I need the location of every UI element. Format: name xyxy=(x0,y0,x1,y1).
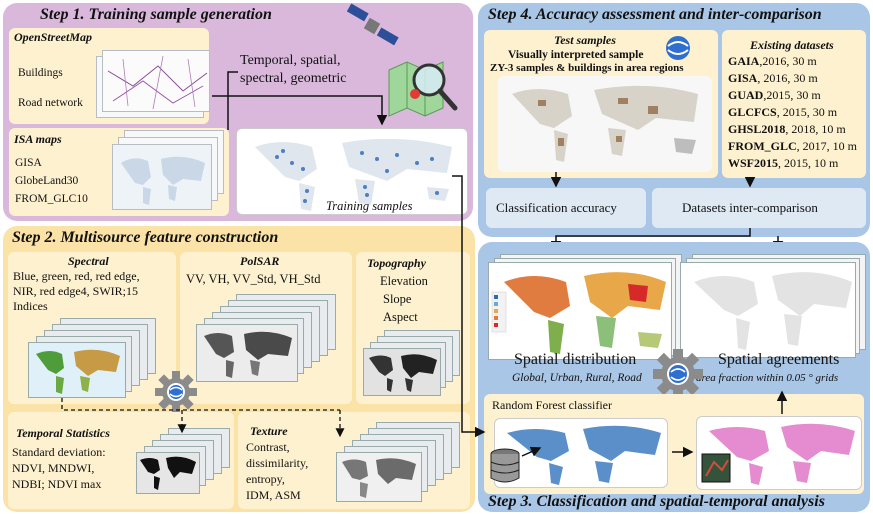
test-samples-line1: Visually interpreted sample xyxy=(508,49,644,61)
dataset-item: GUAD,2015, 30 m xyxy=(728,88,821,102)
spatial-distribution-map xyxy=(491,272,666,354)
test-samples-title: Test samples xyxy=(554,33,616,47)
temporal-map-icon xyxy=(140,456,196,490)
dataset-info: , 2015, 10 m xyxy=(778,156,839,170)
gear-earth-engine-icon xyxy=(155,371,197,413)
step1-arrows xyxy=(212,71,388,130)
rf-label: Random Forest classifier xyxy=(492,398,612,412)
spatial-agreements-sub: area fraction within 0.05 ° grids xyxy=(696,372,839,384)
classification-map xyxy=(494,418,668,488)
osm-map xyxy=(102,50,210,112)
classification-accuracy-label: Classification accuracy xyxy=(496,200,617,215)
intercomparison-label: Datasets inter-comparison xyxy=(682,200,818,215)
osm-item-road: Road network xyxy=(18,97,83,109)
spatial-distribution-title: Spatial distribution xyxy=(514,351,637,368)
world-map-icon xyxy=(507,425,661,485)
existing-datasets-box xyxy=(722,30,866,178)
dataset-item: GISA, 2016, 30 m xyxy=(728,71,818,85)
polsar-map-icon xyxy=(204,331,292,378)
dataset-info: ,2015, 30 m xyxy=(763,88,821,102)
texture-item: dissimilarity, xyxy=(246,456,309,470)
texture-item: Contrast, xyxy=(246,440,290,454)
isa-title: ISA maps xyxy=(14,132,62,146)
map-search-icon xyxy=(388,61,458,117)
texture-item: IDM, ASM xyxy=(246,488,301,502)
test-samples-map xyxy=(498,76,712,172)
dataset-item: GLCFCS, 2015, 30 m xyxy=(728,105,837,119)
isa-item: GISA xyxy=(15,157,42,169)
spectral-map-icon xyxy=(36,349,120,394)
dataset-name: GISA xyxy=(728,71,758,85)
temporal-text: NDBI; NDVI max xyxy=(12,477,102,491)
step3-title: Step 3. Classification and spatial-tempo… xyxy=(488,493,825,510)
dataset-item: GAIA,2016, 30 m xyxy=(728,54,817,68)
topo-item: Slope xyxy=(383,292,412,306)
temporal-title: Temporal Statistics xyxy=(16,426,110,440)
isa-item: FROM_GLC10 xyxy=(15,193,88,205)
isa-item: GlobeLand30 xyxy=(15,175,79,187)
classification-accuracy-box xyxy=(486,188,646,228)
training-samples-map xyxy=(236,128,468,215)
zoom-inset-icon xyxy=(701,453,731,483)
dataset-name: WSF2015 xyxy=(728,156,779,170)
spatial-distribution-sub: Global, Urban, Rural, Road xyxy=(512,372,642,384)
database-icon xyxy=(490,448,520,483)
temporal-text: Standard deviation: xyxy=(12,445,106,459)
polsar-title: PolSAR xyxy=(240,254,280,268)
spectral-text: NIR, red edge4, SWIR;15 xyxy=(13,284,138,298)
gear-earth-engine-icon xyxy=(653,349,703,399)
dataset-item: FROM_GLC, 2017, 10 m xyxy=(728,139,857,153)
osm-title: OpenStreetMap xyxy=(14,30,92,44)
polsar-text: VV, VH, VV_Std, VH_Std xyxy=(186,272,321,286)
existing-datasets-title: Existing datasets xyxy=(750,38,834,52)
dataset-name: GLCFCS xyxy=(728,105,777,119)
step4-title: Step 4. Accuracy assessment and inter-co… xyxy=(488,6,822,23)
dataset-name: GUAD xyxy=(728,88,764,102)
dataset-name: GAIA xyxy=(728,54,760,68)
dataset-info: , 2017, 10 m xyxy=(796,139,858,153)
topography-title: Topography xyxy=(367,256,426,270)
step1-title: Step 1. Training sample generation xyxy=(40,6,272,23)
earth-engine-logo-icon xyxy=(666,36,690,60)
dashed-arrows xyxy=(61,398,345,438)
dataset-item: WSF2015, 2015, 10 m xyxy=(728,156,838,170)
texture-map-icon xyxy=(342,458,416,498)
dataset-info: ,2016, 30 m xyxy=(759,54,817,68)
isa-result-map xyxy=(696,416,862,490)
temporal-text: NDVI, MNDWI, xyxy=(12,461,95,475)
spatial-agreements-title: Spatial agreements xyxy=(718,351,840,368)
osm-lines-icon xyxy=(107,55,208,110)
dataset-name: GHSL2018 xyxy=(728,122,786,136)
world-map-icon xyxy=(512,85,698,162)
training-samples-label: Training samples xyxy=(326,199,413,213)
dataset-info: , 2015, 30 m xyxy=(776,105,838,119)
intercomparison-box xyxy=(652,188,866,228)
dataset-item: GHSL2018, 2018, 10 m xyxy=(728,122,846,136)
spatial-agreements-map xyxy=(694,272,852,350)
dataset-info: , 2018, 10 m xyxy=(785,122,846,136)
dataset-name: FROM_GLC xyxy=(728,139,797,153)
spectral-title: Spectral xyxy=(68,254,109,268)
dataset-info: , 2016, 30 m xyxy=(757,71,818,85)
arrow-label: spectral, geometric xyxy=(240,71,347,86)
topo-item: Aspect xyxy=(383,310,418,324)
world-map-icon xyxy=(709,423,855,485)
osm-item-buildings: Buildings xyxy=(18,67,63,79)
topo-item: Elevation xyxy=(380,274,428,288)
step2-title: Step 2. Multisource feature construction xyxy=(12,229,279,246)
topo-map-icon xyxy=(369,354,437,392)
spectral-text: Indices xyxy=(13,299,48,313)
arrow-label: Temporal, spatial, xyxy=(240,53,341,68)
texture-title: Texture xyxy=(250,424,288,438)
satellite-icon xyxy=(346,3,399,46)
test-samples-line2: ZY-3 samples & buildings in area regions xyxy=(490,62,684,74)
texture-item: entropy, xyxy=(246,472,285,486)
spectral-text: Blue, green, red, red edge, xyxy=(13,269,140,283)
isa-map xyxy=(112,144,212,210)
world-map-icon xyxy=(121,156,205,205)
world-map-icon xyxy=(255,138,452,211)
